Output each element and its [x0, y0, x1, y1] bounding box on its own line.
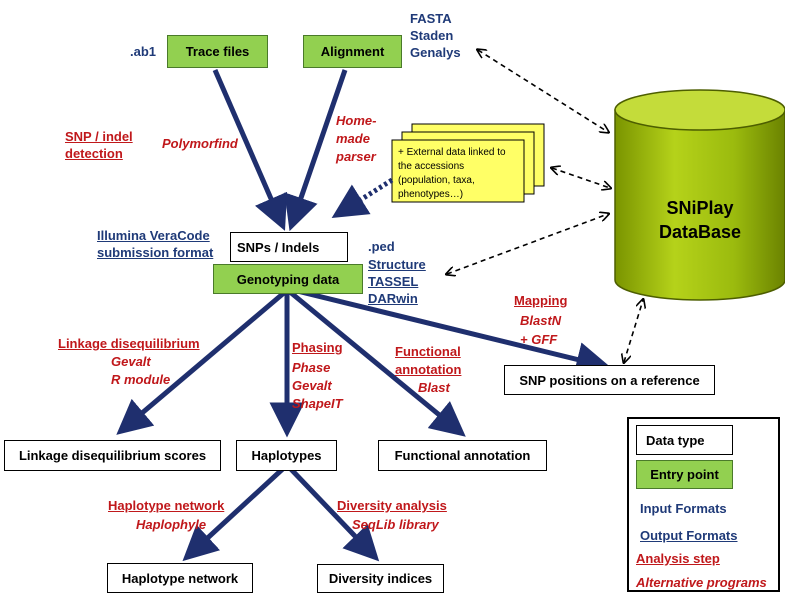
- genotyping-data-box: Genotyping data: [213, 264, 363, 294]
- arrow-alignment-to-snps: [284, 69, 348, 232]
- arrow-note-to-snps: [331, 177, 394, 218]
- homemade-program-line2: made: [336, 131, 370, 146]
- shapeit-program: ShapeIT: [292, 396, 343, 411]
- arrow-haplotypes-to-diversity: [285, 463, 380, 562]
- external-data-note: [391, 123, 545, 203]
- darwin-format: DARwin: [368, 291, 418, 306]
- haplotype-network-box: Haplotype network: [107, 563, 253, 593]
- r-module-program: R module: [111, 372, 171, 387]
- legend-entry-point-swatch: Entry point: [636, 460, 733, 489]
- polymorfind-program: Polymorfind: [162, 136, 238, 151]
- functional-annotation-box: Functional annotation: [378, 440, 547, 471]
- external-data-note-text: + External data linked to the accessions…: [398, 147, 506, 200]
- linkage-step: Linkage disequilibrium: [58, 336, 200, 351]
- legend-output-formats: Output Formats: [640, 528, 738, 543]
- db-link-output: [447, 214, 608, 274]
- legend-alternative-programs: Alternative programs: [636, 575, 767, 590]
- legend-entry-point-label: Entry point: [650, 467, 719, 482]
- database-links: [447, 50, 643, 362]
- illumina-format-line2: submission format: [97, 245, 214, 260]
- mapping-step: Mapping: [514, 293, 568, 308]
- database-label-line1: SNiPlay: [666, 198, 734, 218]
- haplotype-network-label: Haplotype network: [121, 570, 239, 586]
- database-label-line2: DataBase: [658, 222, 742, 242]
- diversity-indices-label: Diversity indices: [328, 571, 433, 586]
- snp-positions-label: SNP positions on a reference: [519, 372, 700, 388]
- haplotype-network-step: Haplotype network: [108, 498, 225, 513]
- seqlib-program: SeqLib library: [352, 517, 439, 532]
- database-cylinder: [614, 89, 785, 301]
- alignment-box: Alignment: [303, 35, 402, 68]
- db-link-formats: [478, 50, 608, 132]
- alignment-label: Alignment: [320, 44, 385, 59]
- gevalt-phasing-program: Gevalt: [292, 378, 332, 393]
- legend-data-type-label: Data type: [646, 432, 705, 448]
- genotyping-data-label: Genotyping data: [236, 271, 340, 287]
- staden-format: Staden: [410, 28, 454, 43]
- phasing-step: Phasing: [292, 340, 343, 355]
- fasta-format: FASTA: [410, 11, 452, 26]
- gevalt-program: Gevalt: [111, 354, 151, 369]
- functional-step-line2: annotation: [395, 362, 462, 377]
- structure-format: Structure: [368, 257, 426, 272]
- snps-indels-label: SNPs / Indels: [237, 239, 320, 255]
- blast-program: Blast: [418, 380, 450, 395]
- snps-indels-box: SNPs / Indels: [230, 232, 348, 262]
- phase-program: Phase: [292, 360, 331, 375]
- legend: [627, 417, 780, 592]
- arrow-geno-to-functional: [288, 290, 466, 437]
- ab1-format: .ab1: [130, 44, 157, 59]
- flow-arrows: [116, 69, 612, 562]
- blastn-program: BlastN: [520, 313, 562, 328]
- diversity-step: Diversity analysis: [337, 498, 447, 513]
- haplophyle-program: Haplophyle: [136, 517, 207, 532]
- homemade-program-line1: Home-: [336, 113, 377, 128]
- haplotypes-box: Haplotypes: [236, 440, 337, 471]
- ld-scores-label: Linkage disequilibrium scores: [18, 448, 207, 463]
- arrow-geno-to-positions: [292, 287, 612, 377]
- diversity-indices-box: Diversity indices: [317, 564, 444, 593]
- trace-files-label: Trace files: [185, 44, 250, 59]
- snp-detection-step-line1: SNP / indel: [65, 129, 133, 144]
- legend-data-type-swatch: Data type: [636, 425, 733, 455]
- arrow-trace-to-snps: [212, 69, 288, 231]
- trace-files-box: Trace files: [167, 35, 268, 68]
- database-label: SNiPlay DataBase: [630, 196, 770, 244]
- haplotypes-label: Haplotypes: [251, 448, 322, 463]
- snp-positions-box: SNP positions on a reference: [504, 365, 715, 395]
- homemade-program-line3: parser: [336, 149, 376, 164]
- snp-detection-step-line2: detection: [65, 146, 123, 161]
- arrow-geno-to-ld: [116, 290, 287, 435]
- legend-input-formats: Input Formats: [640, 501, 727, 516]
- genalys-format: Genalys: [410, 45, 461, 60]
- arrow-haplotypes-to-network: [182, 463, 289, 562]
- functional-annotation-label: Functional annotation: [394, 448, 531, 463]
- db-link-positions: [624, 300, 643, 362]
- functional-step-line1: Functional: [395, 344, 461, 359]
- legend-analysis-step: Analysis step: [636, 551, 720, 566]
- gff-program: + GFF: [520, 332, 558, 347]
- tassel-format: TASSEL: [368, 274, 419, 289]
- ld-scores-box: Linkage disequilibrium scores: [4, 440, 221, 471]
- ped-format: .ped: [368, 239, 395, 254]
- illumina-format-line1: Illumina VeraCode: [97, 228, 210, 243]
- db-link-note: [552, 168, 610, 188]
